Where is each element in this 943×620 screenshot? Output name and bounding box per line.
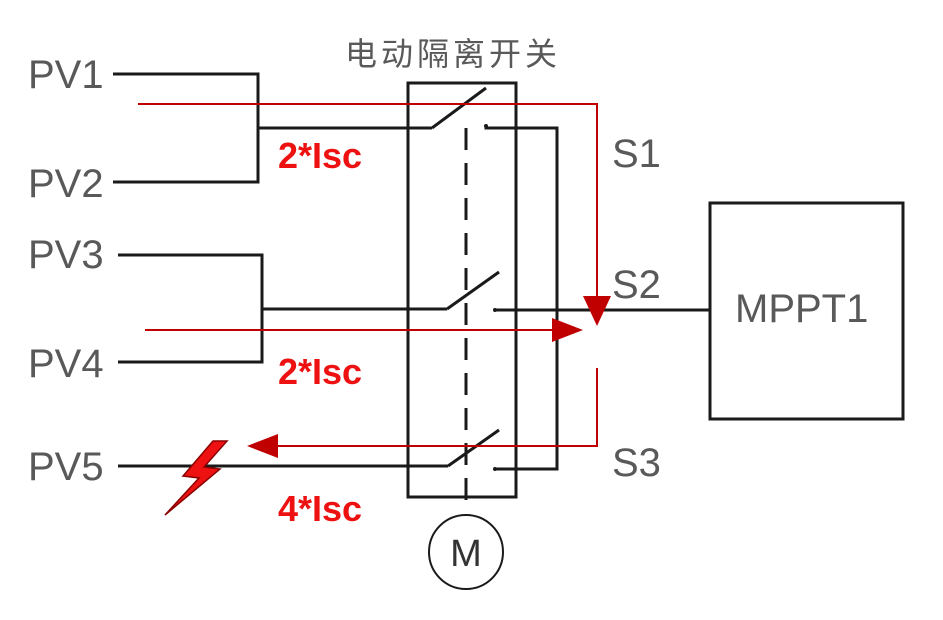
current-label-s1: 2*Isc — [278, 135, 362, 176]
isolation-switch-housing — [406, 81, 518, 499]
pv1-label: PV1 — [28, 53, 104, 97]
current-path-3 — [247, 368, 598, 458]
diagram-title: 电动隔离开关 — [345, 35, 561, 73]
switch-s1-label: S1 — [612, 132, 661, 176]
switch-s3-label: S3 — [612, 441, 661, 485]
switch-s2-label: S2 — [612, 263, 661, 307]
current-path-1 — [138, 103, 611, 326]
pv5-wiring — [118, 428, 500, 468]
current-label-s3: 4*Isc — [278, 488, 362, 529]
pv3-pv4-wiring — [118, 253, 500, 364]
pv1-pv2-wiring — [113, 72, 487, 184]
lightning-bolt-icon — [164, 440, 229, 516]
motor-circle-icon — [428, 514, 504, 590]
pv2-label: PV2 — [28, 162, 104, 206]
pv5-label: PV5 — [28, 445, 104, 489]
pv4-label: PV4 — [28, 342, 104, 386]
current-path-2 — [145, 318, 583, 342]
motor-label: M — [450, 533, 482, 575]
pv3-label: PV3 — [28, 233, 104, 277]
mppt-label: MPPT1 — [735, 287, 868, 331]
current-label-s2: 2*Isc — [278, 351, 362, 392]
